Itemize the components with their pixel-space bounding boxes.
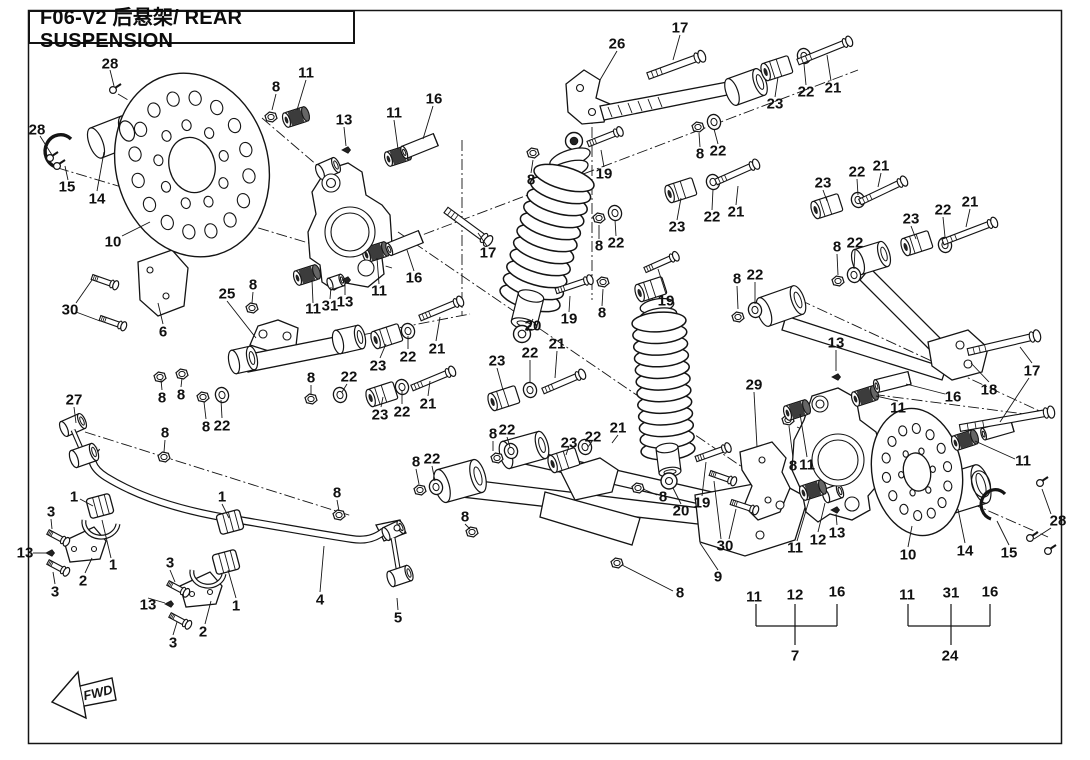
- callout-leader-lines: [33, 34, 1052, 645]
- suspension-parts: [43, 35, 1057, 630]
- page-title: F06-V2 后悬架/ REAR SUSPENSION: [40, 7, 243, 52]
- title-box: F06-V2 后悬架/ REAR SUSPENSION: [28, 7, 355, 52]
- fwd-label: FWD: [82, 682, 115, 703]
- drawing-frame: [27, 9, 1063, 745]
- fwd-arrow: FWD: [50, 670, 117, 720]
